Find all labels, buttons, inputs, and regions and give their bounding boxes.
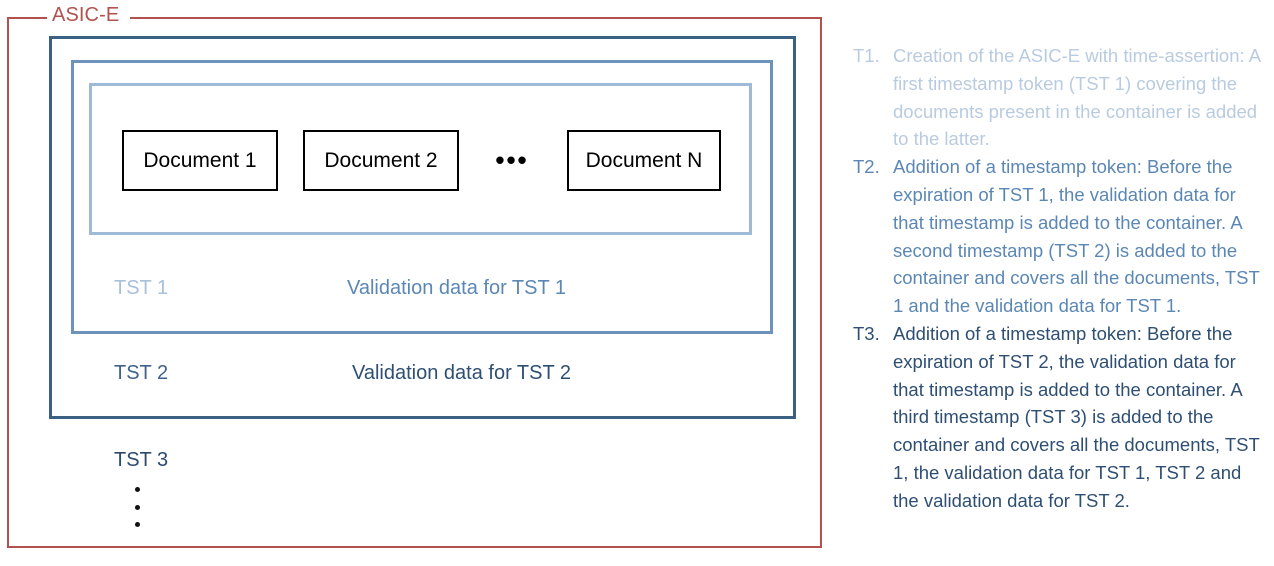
documents-row: Document 1 Document 2 ••• Document N [89,130,752,191]
tst-2-label: TST 2 [114,362,169,384]
step-number-t2: T2. [853,156,880,178]
step-text-t3: Addition of a timestamp token: Before th… [893,322,1260,511]
vertical-ellipsis-dot [134,522,140,527]
asice-container-frame [7,17,822,548]
step-number-t1: T1. [853,45,880,66]
document-box-1: Document 1 [122,130,278,191]
vertical-ellipsis-icon [130,487,144,527]
step-number-t3: T3. [853,322,880,344]
vertical-ellipsis-dot [134,487,140,492]
asice-frame-top-left-segment [7,17,47,19]
documents-scope-box [89,83,752,235]
step-text-t2: Addition of a timestamp token: Before th… [893,156,1260,317]
vertical-ellipsis-dot [134,504,140,510]
tst1-scope-box [71,60,773,334]
validation-data-tst-1-label: Validation data for TST 1 [347,277,567,299]
timestamp-steps-list: T1. Creation of the ASIC-E with time-ass… [853,42,1265,515]
tst-1-label: TST 1 [114,277,169,299]
tst2-scope-box [49,36,796,419]
document-box-2: Document 2 [303,130,459,191]
step-text-t1: Creation of the ASIC-E with time-asserti… [893,45,1261,150]
document-box-n: Document N [567,130,721,191]
step-item-t1: T1. Creation of the ASIC-E with time-ass… [853,42,1265,153]
step-item-t2: T2. Addition of a timestamp token: Befor… [853,153,1265,320]
asice-container-label: ASIC-E [52,4,120,26]
asice-nested-container-diagram: ASIC-E Document 1 Document 2 ••• Documen… [7,4,822,548]
asice-frame-top-right-segment [130,17,822,19]
validation-data-tst-2-label: Validation data for TST 2 [352,362,572,384]
documents-ellipsis-icon: ••• [495,145,529,175]
step-item-t3: T3. Addition of a timestamp token: Befor… [853,320,1265,515]
tst-3-label: TST 3 [114,449,169,471]
